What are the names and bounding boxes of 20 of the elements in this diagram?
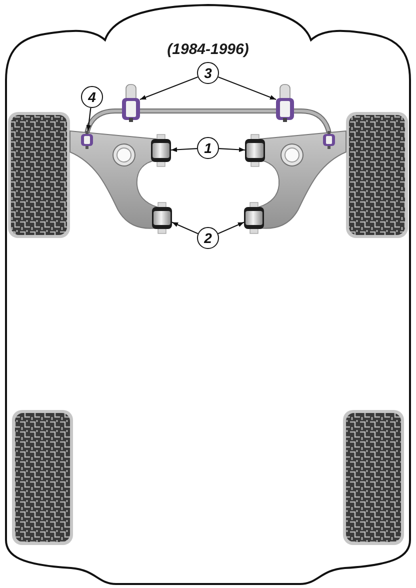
title: (1984-1996) — [167, 42, 249, 58]
leader-arrow — [218, 222, 244, 234]
leader-arrow — [140, 76, 198, 100]
leader-arrow — [172, 222, 198, 234]
drop-link-bushing — [323, 131, 335, 149]
callout-number: 2 — [197, 227, 219, 249]
leader-arrow — [218, 76, 276, 100]
bushing — [152, 202, 172, 234]
bushing — [151, 134, 171, 167]
callout-number: 4 — [81, 86, 103, 108]
anti-roll-bar-bushing — [122, 84, 140, 122]
bushing — [245, 134, 265, 167]
bushing — [244, 202, 264, 234]
callout-number: 1 — [197, 137, 219, 159]
leader-arrow — [218, 147, 246, 152]
drop-link-bushing — [81, 131, 93, 149]
anti-roll-bar-bushing — [276, 84, 294, 122]
callout-number: 3 — [197, 62, 219, 84]
leader-arrow — [170, 147, 198, 152]
leader-arrow — [86, 108, 92, 132]
